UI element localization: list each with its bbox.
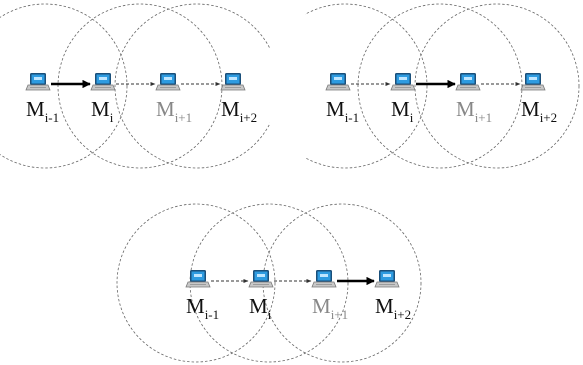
- node-label: Mi+1: [156, 97, 192, 125]
- node-label: Mi+2: [521, 97, 557, 125]
- node-label-sub: i+2: [240, 110, 257, 125]
- node-2: Mi: [90, 73, 116, 125]
- node-label: Mi: [249, 294, 272, 322]
- node-label-base: M: [391, 97, 410, 121]
- node-label-base: M: [326, 97, 345, 121]
- laptop-icon: [220, 73, 246, 91]
- range-circles: [0, 3, 270, 169]
- node-label-base: M: [26, 97, 45, 121]
- node-label: Mi: [391, 97, 414, 125]
- range-circle: [57, 3, 223, 169]
- node-label-base: M: [456, 97, 475, 121]
- node-label-sub: i+1: [331, 307, 348, 322]
- node-1: Mi-1: [185, 270, 219, 322]
- node-label-base: M: [375, 294, 394, 318]
- node-1: Mi-1: [25, 73, 59, 125]
- laptop-icon: [455, 73, 481, 91]
- node-label-base: M: [312, 294, 331, 318]
- node-label-base: M: [186, 294, 205, 318]
- node-label-sub: i-1: [205, 307, 219, 322]
- laptop-icon: [248, 270, 274, 288]
- node-4: Mi+2: [220, 73, 257, 125]
- laptop-icon: [155, 73, 181, 91]
- laptop-icon: [325, 73, 351, 91]
- laptop-icon: [520, 73, 546, 91]
- node-label-base: M: [249, 294, 268, 318]
- node-label-base: M: [521, 97, 540, 121]
- range-circle: [114, 3, 270, 169]
- node-label-sub: i: [410, 110, 414, 125]
- node-label: Mi+1: [312, 294, 348, 322]
- range-circle: [357, 3, 523, 169]
- node-label: Mi-1: [326, 97, 359, 125]
- node-label: Mi-1: [26, 97, 59, 125]
- node-label-sub: i-1: [45, 110, 59, 125]
- node-label-sub: i: [268, 307, 272, 322]
- node-3: Mi+1: [455, 73, 492, 125]
- node-label-base: M: [91, 97, 110, 121]
- node-label-sub: i: [110, 110, 114, 125]
- node-3: Mi+1: [311, 270, 348, 322]
- node-label-sub: i+2: [394, 307, 411, 322]
- laptop-icon: [185, 270, 211, 288]
- node-label: Mi-1: [186, 294, 219, 322]
- node-label-sub: i+1: [175, 110, 192, 125]
- node-label: Mi: [91, 97, 114, 125]
- node-label-sub: i-1: [345, 110, 359, 125]
- range-circle: [116, 203, 276, 363]
- laptop-icon: [25, 73, 51, 91]
- node-label: Mi+2: [375, 294, 411, 322]
- range-circle: [0, 3, 128, 169]
- node-3: Mi+1: [155, 73, 192, 125]
- node-4: Mi+2: [374, 270, 411, 322]
- laptop-icon: [90, 73, 116, 91]
- node-label: Mi+1: [456, 97, 492, 125]
- range-circle: [305, 3, 428, 169]
- range-circle: [414, 3, 580, 169]
- node-label: Mi+2: [221, 97, 257, 125]
- node-1: Mi-1: [325, 73, 359, 125]
- laptop-icon: [390, 73, 416, 91]
- node-4: Mi+2: [520, 73, 557, 125]
- laptop-icon: [374, 270, 400, 288]
- node-2: Mi: [390, 73, 416, 125]
- node-2: Mi: [248, 270, 274, 322]
- node-label-sub: i+1: [475, 110, 492, 125]
- node-label-base: M: [221, 97, 240, 121]
- laptop-icon: [311, 270, 337, 288]
- range-circles: [305, 3, 580, 169]
- node-label-base: M: [156, 97, 175, 121]
- node-label-sub: i+2: [540, 110, 557, 125]
